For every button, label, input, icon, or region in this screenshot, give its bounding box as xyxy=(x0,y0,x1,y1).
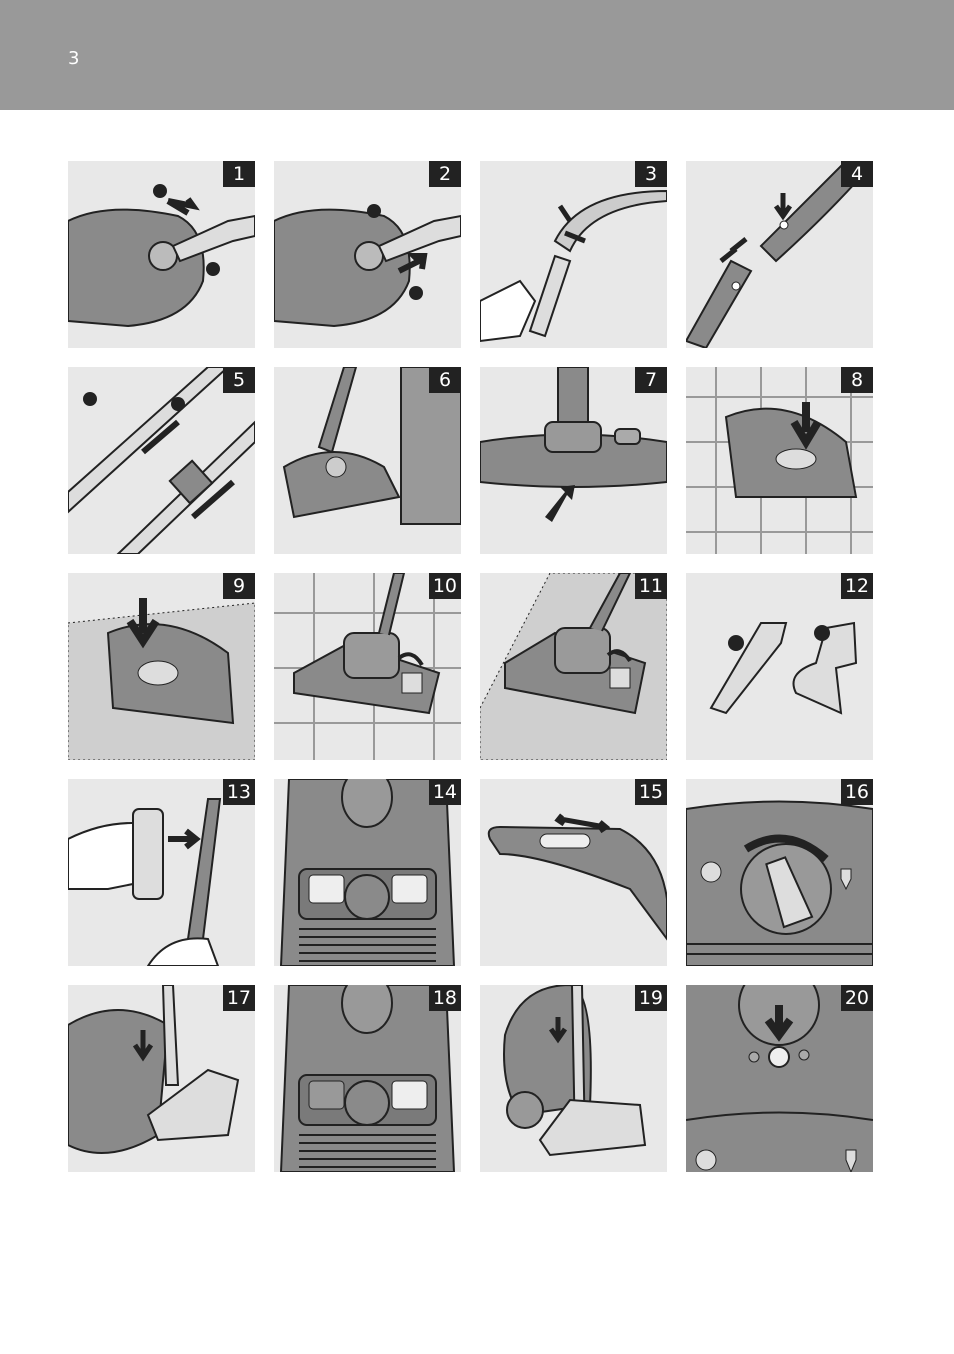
step-number: 15 xyxy=(635,779,667,805)
carpet-nozzle-icon xyxy=(68,573,255,760)
step-panel-10: 10 xyxy=(274,573,461,760)
step-number: 20 xyxy=(841,985,873,1011)
step-panel-19: 19 xyxy=(480,985,667,1172)
step-number: 7 xyxy=(635,367,667,393)
step-number: 11 xyxy=(635,573,667,599)
step-number: 3 xyxy=(635,161,667,187)
brush-lever-carpet-icon xyxy=(480,573,667,760)
step-number: 2 xyxy=(429,161,461,187)
control-panel-icon xyxy=(274,779,461,966)
nozzle-pedal-icon xyxy=(480,367,667,554)
step-number: 14 xyxy=(429,779,461,805)
vacuum-hose-release-icon xyxy=(274,161,461,348)
step-number: 19 xyxy=(635,985,667,1011)
cord-rewind-button-icon xyxy=(686,985,873,1172)
step-number: 13 xyxy=(223,779,255,805)
hard-floor-nozzle-icon xyxy=(686,367,873,554)
step-panel-20: 20 xyxy=(686,985,873,1172)
control-panel-icon xyxy=(274,985,461,1172)
step-number: 1 xyxy=(223,161,255,187)
step-panel-7: 7 xyxy=(480,367,667,554)
step-panel-16: 16 xyxy=(686,779,873,966)
step-panel-12: 12 xyxy=(686,573,873,760)
accessory-tools-icon xyxy=(686,573,873,760)
handle-slider-icon xyxy=(480,779,667,966)
step-number: 4 xyxy=(841,161,873,187)
step-number: 12 xyxy=(841,573,873,599)
step-panel-11: 11 xyxy=(480,573,667,760)
step-number: 17 xyxy=(223,985,255,1011)
nozzle-edge-icon xyxy=(274,367,461,554)
step-panel-1: 1 xyxy=(68,161,255,348)
step-panel-15: 15 xyxy=(480,779,667,966)
accessory-clip-icon xyxy=(68,779,255,966)
step-panel-9: 9 xyxy=(68,573,255,760)
step-number: 16 xyxy=(841,779,873,805)
storage-position-icon xyxy=(480,985,667,1172)
step-panel-14: 14 xyxy=(274,779,461,966)
tube-join-icon xyxy=(686,161,873,348)
power-dial-icon xyxy=(686,779,873,966)
step-panel-5: 5 xyxy=(68,367,255,554)
brush-lever-hardfloor-icon xyxy=(274,573,461,760)
step-panel-17: 17 xyxy=(68,985,255,1172)
step-number: 18 xyxy=(429,985,461,1011)
step-number: 5 xyxy=(223,367,255,393)
step-number: 9 xyxy=(223,573,255,599)
step-panel-8: 8 xyxy=(686,367,873,554)
step-number: 8 xyxy=(841,367,873,393)
parking-position-icon xyxy=(68,985,255,1172)
step-panel-13: 13 xyxy=(68,779,255,966)
vacuum-hose-connect-icon xyxy=(68,161,255,348)
step-panel-2: 2 xyxy=(274,161,461,348)
step-number: 6 xyxy=(429,367,461,393)
step-panel-18: 18 xyxy=(274,985,461,1172)
step-panel-3: 3 xyxy=(480,161,667,348)
step-panel-4: 4 xyxy=(686,161,873,348)
tube-attach-icon xyxy=(480,161,667,348)
step-panel-6: 6 xyxy=(274,367,461,554)
telescopic-tube-icon xyxy=(68,367,255,554)
step-number: 10 xyxy=(429,573,461,599)
